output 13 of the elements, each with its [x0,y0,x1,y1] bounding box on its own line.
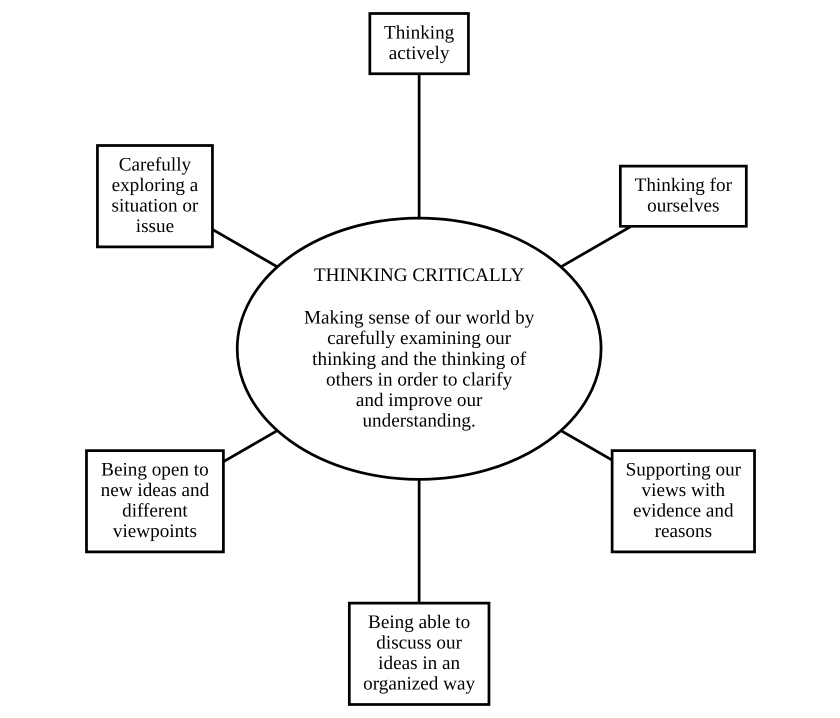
connector [560,225,632,268]
node-ellipse: THINKING CRITICALLY Making sense of our world by carefully examining our thinking and the thinking of others in order to clarify and improve our understanding. [235,216,602,481]
node-box: Thinking for ourselves [618,164,748,228]
node-box: Being able to discuss our ideas in an organized way [347,602,490,706]
node-box: Thinking actively [368,12,470,76]
connector [222,430,278,463]
node-box: Supporting our views with evidence and reasons [610,449,756,554]
connector [560,430,612,462]
connector [417,480,420,604]
node-box: Carefully exploring a situation or issue [96,144,214,248]
connector [212,228,278,268]
node-box: Being open to new ideas and different viewpoints [84,449,224,554]
connector [417,74,420,218]
